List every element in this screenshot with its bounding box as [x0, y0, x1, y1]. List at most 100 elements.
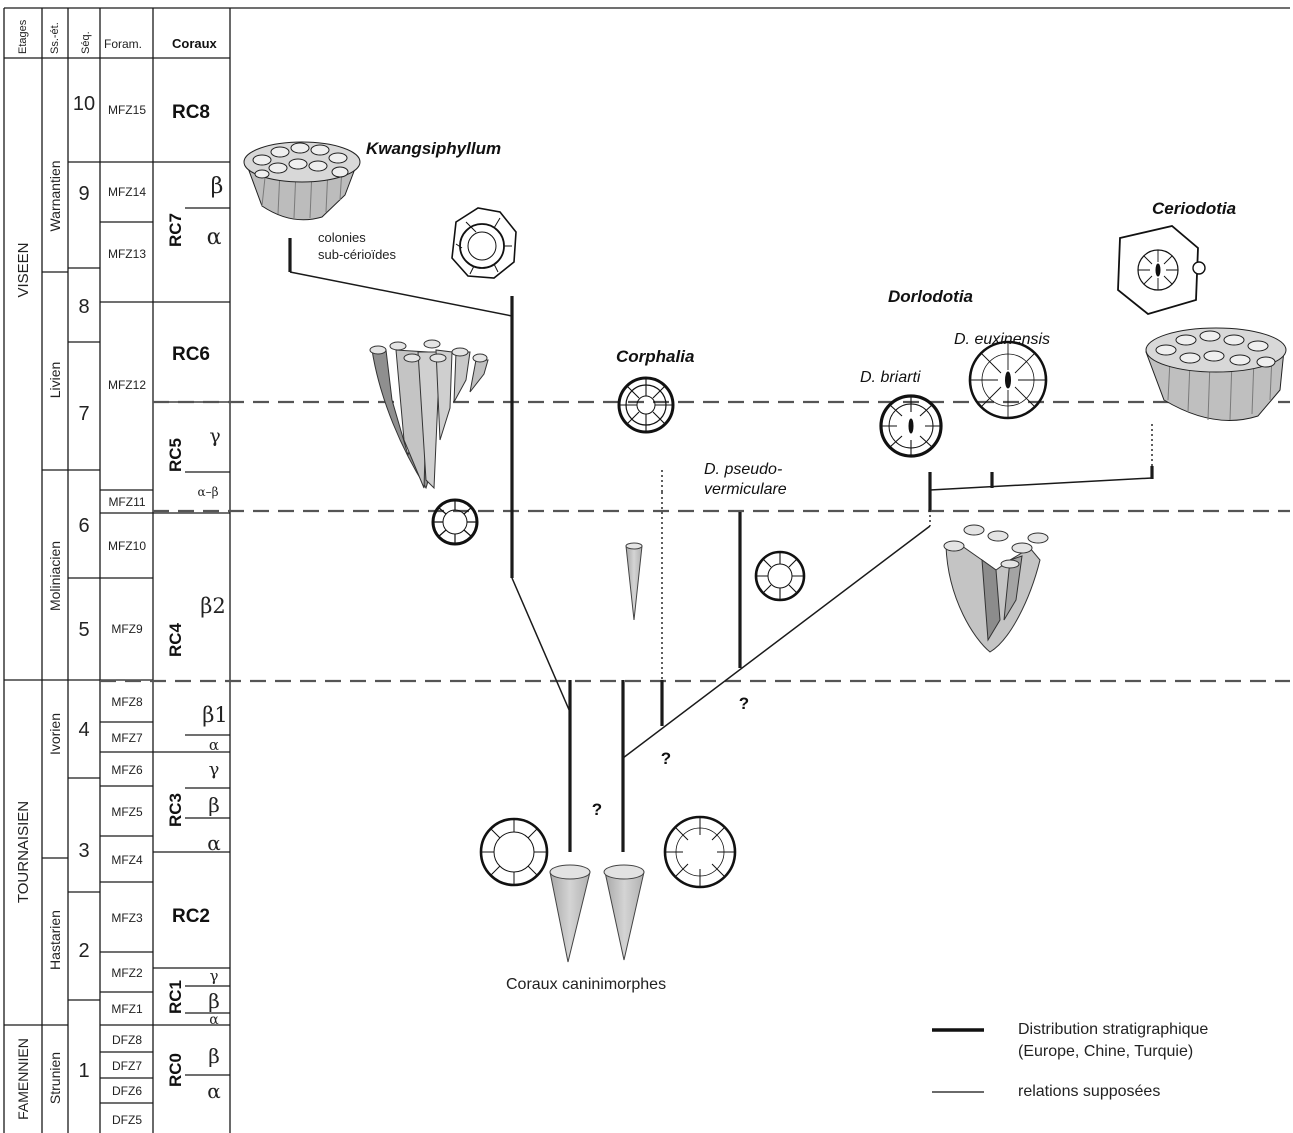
subzone-label: α–β: [197, 485, 218, 499]
legend: Distribution stratigraphique (Europe, Ch…: [932, 1021, 1208, 1100]
taxon-labels: Kwangsiphyllum colonies sub-cérioïdes Co…: [318, 139, 1236, 993]
sequence-9: 9: [78, 183, 89, 205]
sequence-3: 3: [78, 840, 89, 862]
relation-line: [622, 525, 931, 759]
subzone-label: β1: [202, 703, 228, 727]
header-foram: Foram.: [104, 37, 142, 51]
sequence-labels: 10 9 8 7 6 5 4 3 2 1: [73, 93, 95, 1082]
subzone-label: β: [211, 174, 224, 199]
foram-zone: MFZ7: [111, 731, 143, 745]
caninimorph-section-right-illustration: [663, 815, 737, 889]
subzone-label: α: [209, 736, 219, 754]
dorlodotia-colony-illustration: [943, 524, 1049, 653]
label-sub-cerioides: sub-cérioïdes: [318, 247, 397, 262]
coral-zone-rc0: RC0: [166, 1053, 185, 1087]
foram-zone: DFZ7: [112, 1059, 142, 1073]
foram-zone: MFZ2: [111, 966, 143, 980]
foram-zone-labels: MFZ15 MFZ14 MFZ13 MFZ12 MFZ11 MFZ10 MFZ9…: [108, 103, 146, 1127]
foram-zone: MFZ4: [111, 853, 143, 867]
foram-zone: MFZ9: [111, 622, 143, 636]
subzone-label: β2: [200, 594, 226, 618]
foram-zone: MFZ15: [108, 103, 146, 117]
phaceloid-colony-illustration: [369, 339, 489, 490]
question-marks: ? ? ?: [592, 694, 749, 819]
correlation-lines: [100, 400, 1290, 683]
subzone-label: α: [207, 831, 221, 855]
coral-zone-rc1: RC1: [166, 980, 185, 1014]
ceriodotia-colony-illustration: [1145, 327, 1287, 421]
foram-zone: MFZ8: [111, 695, 143, 709]
subzone-label: α: [207, 1079, 221, 1103]
subzone-label: β: [208, 1044, 220, 1068]
header-coraux: Coraux: [172, 36, 218, 51]
foram-zone: DFZ5: [112, 1113, 142, 1127]
caninimorph-section-left-illustration: [479, 817, 549, 887]
coral-zone-rc6: RC6: [172, 344, 210, 365]
substage-moliniacien: Moliniacien: [47, 541, 63, 611]
d-briarti-section-illustration: [879, 394, 943, 458]
coral-zone-rc7: RC7: [166, 213, 185, 247]
phaceloid-section-illustration: [431, 498, 479, 546]
header-sequences: Séq.: [80, 31, 92, 54]
header-etages: Etages: [17, 19, 29, 54]
coral-zone-rc3: RC3: [166, 793, 185, 827]
caninimorph-horn-illustration: [549, 864, 645, 963]
substage-strunien: Strunien: [47, 1052, 63, 1104]
foram-zone: DFZ6: [112, 1084, 142, 1098]
pseudovermiculare-section-illustration: [754, 550, 806, 602]
foram-zone: MFZ12: [108, 378, 146, 392]
foram-zone: MFZ6: [111, 763, 143, 777]
foram-zone: MFZ5: [111, 805, 143, 819]
relation-line: [929, 477, 1153, 491]
label-kwangsiphyllum: Kwangsiphyllum: [366, 139, 501, 158]
foram-zone: DFZ8: [112, 1033, 142, 1047]
coral-zone-rc8: RC8: [172, 102, 210, 123]
label-colonies: colonies: [318, 230, 366, 245]
sequence-4: 4: [78, 719, 89, 741]
substage-livien: Livien: [47, 362, 63, 399]
kwangsiphyllum-colony-illustration: [243, 141, 361, 221]
foram-zone: MFZ13: [108, 247, 146, 261]
coral-zone-rc5: RC5: [166, 438, 185, 472]
foram-zone: MFZ10: [108, 539, 146, 553]
question-mark: ?: [739, 694, 749, 713]
coral-zone-rc4: RC4: [166, 622, 185, 657]
foram-zone: MFZ3: [111, 911, 143, 925]
stage-tournaisien: TOURNAISIEN: [15, 801, 32, 903]
sequence-8: 8: [78, 296, 89, 318]
foram-zone: MFZ14: [108, 185, 146, 199]
legend-thick-label-2: (Europe, Chine, Turquie): [1018, 1043, 1193, 1060]
stage-viseen: VISEEN: [15, 242, 32, 297]
label-ceriodotia: Ceriodotia: [1152, 199, 1236, 218]
subzone-label: γ: [209, 759, 220, 780]
question-mark: ?: [661, 749, 671, 768]
corphalia-section-illustration: [617, 376, 675, 434]
substage-labels: Warnantien Livien Moliniacien Ivorien Ha…: [47, 160, 63, 1104]
sequence-5: 5: [78, 619, 89, 641]
d-euxinensis-section-illustration: [968, 340, 1048, 420]
stage-famennien: FAMENNIEN: [15, 1038, 31, 1120]
stratigraphic-column: [3, 7, 1290, 1133]
subzone-label: γ: [210, 967, 219, 985]
header-sous-etages: Ss.-ét.: [49, 22, 61, 54]
subzone-label: α: [207, 225, 222, 250]
relation-line: [289, 271, 513, 317]
stage-labels: VISEEN TOURNAISIEN FAMENNIEN: [15, 242, 32, 1119]
sequence-6: 6: [78, 515, 89, 537]
corphalia-horn-illustration: [625, 542, 643, 621]
label-d-pseudo: D. pseudo-: [704, 461, 782, 478]
label-d-briarti: D. briarti: [860, 369, 921, 386]
sequence-7: 7: [78, 403, 89, 425]
foram-zone: MFZ1: [111, 1002, 143, 1016]
foram-zone: MFZ11: [108, 495, 145, 509]
label-dorlodotia: Dorlodotia: [888, 287, 973, 306]
column-headers: Etages Ss.-ét. Séq. Foram. Coraux: [17, 19, 218, 54]
label-corphalia: Corphalia: [616, 347, 694, 366]
sequence-10: 10: [73, 93, 95, 115]
coral-subzone-labels: β α γ α–β β2 β1 α γ β α γ β α β α: [197, 174, 227, 1103]
substage-hastarien: Hastarien: [47, 910, 63, 970]
subzone-label: β: [208, 793, 220, 817]
substage-ivorien: Ivorien: [47, 713, 63, 755]
sequence-2: 2: [78, 940, 89, 962]
